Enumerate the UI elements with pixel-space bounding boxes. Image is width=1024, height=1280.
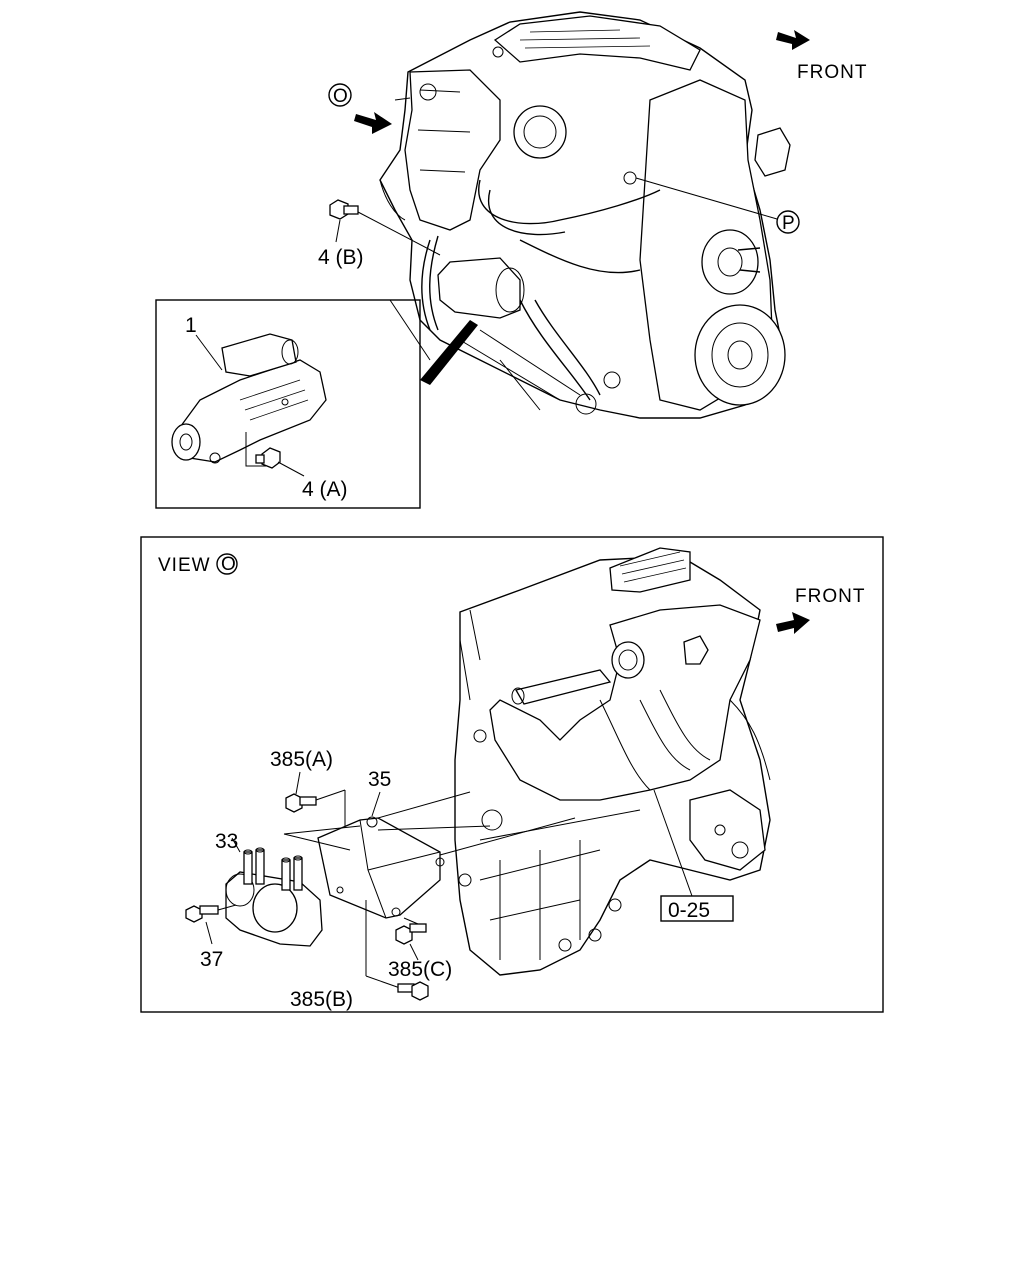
callout-37: 37: [200, 948, 223, 971]
front-arrow-bottom: FRONT: [776, 586, 865, 634]
callout-4b: 4 (B): [318, 246, 364, 269]
bolt-37: 37: [185, 904, 237, 971]
view-label: VIEW: [158, 555, 211, 576]
bolt-4b: 4 (B): [318, 199, 441, 269]
view-label-marker: O: [221, 554, 237, 575]
front-label-top: FRONT: [797, 62, 867, 83]
front-label-bottom: FRONT: [795, 586, 865, 607]
view-marker-top: O: [328, 83, 392, 134]
callout-starter: 1: [185, 314, 197, 337]
view-o-panel: VIEW O: [140, 536, 884, 1013]
callout-385b: 385(B): [290, 988, 353, 1011]
bolt-385c: 385(C): [388, 917, 452, 981]
ref-marker-letter: P: [782, 213, 796, 234]
bolt-385b: 385(B): [290, 900, 429, 1011]
ref-marker-p: P: [635, 177, 800, 234]
callout-4a: 4 (A): [302, 478, 348, 501]
bracket-35: 35: [283, 768, 576, 919]
callout-35: 35: [368, 768, 391, 791]
ref-box-0-25: 0-25: [653, 789, 734, 922]
starter-detail-inset: 1 4 (A): [155, 299, 478, 509]
ignition-coil-33: 33: [215, 830, 323, 947]
callout-385a: 385(A): [270, 748, 333, 771]
front-arrow-top: FRONT: [776, 30, 867, 83]
callout-385c: 385(C): [388, 958, 452, 981]
bolt-385a: 385(A): [270, 748, 346, 826]
engine-illustration-top: [379, 11, 791, 419]
view-marker-letter-top: O: [333, 86, 349, 107]
ref-box-label: 0-25: [668, 899, 710, 922]
callout-33: 33: [215, 830, 238, 853]
engine-illustration-bottom: [454, 547, 771, 976]
